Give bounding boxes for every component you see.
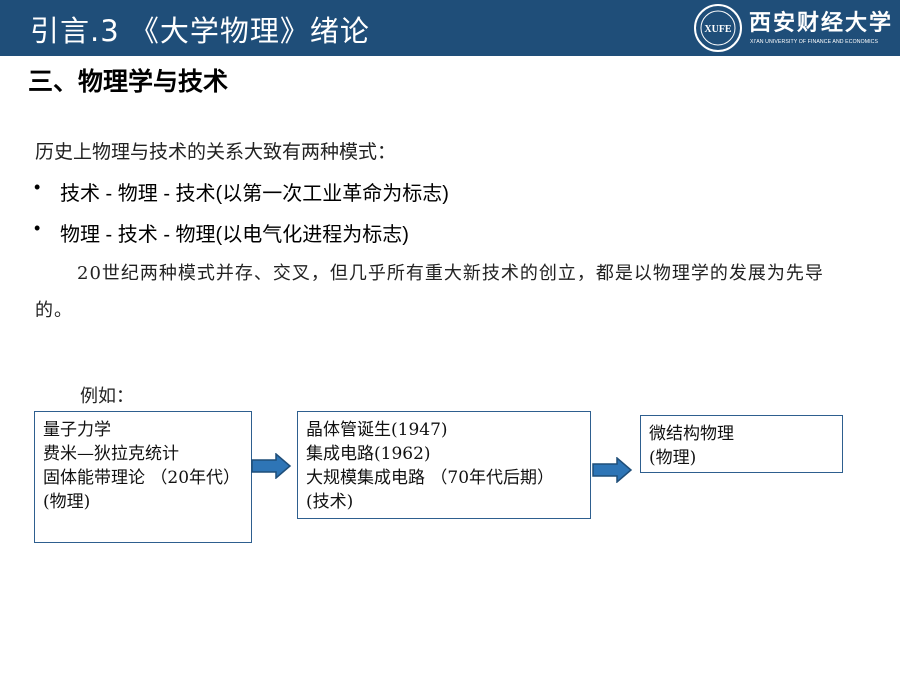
- flow-box-line: 晶体管诞生(1947): [306, 420, 448, 440]
- flow-box-technology: 晶体管诞生(1947) 集成电路(1962) 大规模集成电路 （70年代后期） …: [297, 411, 591, 519]
- list-item: • 技术 - 物理 - 技术(以第一次工业革命为标志): [32, 177, 449, 218]
- flow-box-line: (物理): [43, 492, 91, 512]
- flow-box-line: 费米—狄拉克统计: [43, 444, 179, 464]
- flow-box-line: 微结构物理: [649, 424, 734, 444]
- flow-box-line: 固体能带理论 （20年代）: [43, 468, 241, 488]
- list-item: • 物理 - 技术 - 物理(以电气化进程为标志): [32, 218, 449, 259]
- university-logo: XUFE 西安财经大学 XI'AN UNIVERSITY OF FINANCE …: [693, 3, 893, 53]
- section-title: 三、物理学与技术: [28, 67, 229, 96]
- university-name: 西安财经大学: [749, 10, 894, 36]
- list-item-text: 物理 - 技术 - 物理(以电气化进程为标志): [60, 224, 409, 246]
- flow-box-line: 大规模集成电路 （70年代后期）: [306, 468, 555, 488]
- flow-box-physics: 量子力学 费米—狄拉克统计 固体能带理论 （20年代） (物理): [34, 411, 252, 543]
- example-label: 例如：: [80, 386, 134, 407]
- header-bar: 引言.3 《大学物理》绪论 XUFE 西安财经大学 XI'AN UNIVERSI…: [0, 0, 900, 56]
- mode-list: • 技术 - 物理 - 技术(以第一次工业革命为标志) • 物理 - 技术 - …: [32, 177, 449, 259]
- bullet-icon: •: [34, 218, 41, 238]
- slide-header-title: 引言.3 《大学物理》绪论: [30, 14, 370, 48]
- flow-box-line: 集成电路(1962): [306, 444, 431, 464]
- university-name-en: XI'AN UNIVERSITY OF FINANCE AND ECONOMIC…: [750, 39, 879, 45]
- flow-box-microstructure: 微结构物理 (物理): [640, 415, 843, 473]
- seal-text: XUFE: [704, 24, 732, 35]
- flow-box-line: (技术): [306, 492, 354, 512]
- right-arrow-icon: [592, 457, 633, 483]
- bullet-icon: •: [34, 177, 41, 197]
- university-seal-icon: XUFE: [694, 4, 742, 52]
- flow-box-line: (物理): [649, 448, 697, 468]
- flow-box-line: 量子力学: [43, 420, 111, 440]
- body-paragraph: 20世纪两种模式并存、交叉，但几乎所有重大新技术的创立，都是以物理学的发展为先导…: [35, 263, 824, 321]
- right-arrow-icon: [251, 453, 292, 479]
- intro-text: 历史上物理与技术的关系大致有两种模式：: [35, 141, 397, 163]
- list-item-text: 技术 - 物理 - 技术(以第一次工业革命为标志): [60, 183, 449, 205]
